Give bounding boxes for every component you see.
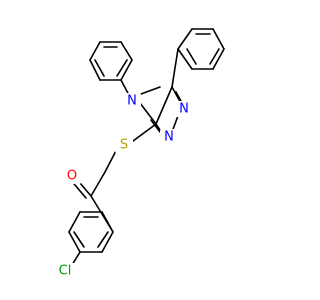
atom-nitrogen-ring: N [127, 94, 137, 109]
bond [73, 231, 85, 248]
bond [150, 119, 161, 133]
bond [90, 171, 106, 197]
bond [139, 102, 157, 125]
molecule-structure-diagram: N N N S O Cl [52, 28, 225, 279]
bond [101, 211, 114, 233]
bonds-group [68, 28, 225, 271]
atom-oxygen: O [67, 169, 77, 184]
bond [89, 41, 101, 61]
bond [177, 48, 193, 70]
atom-nitrogen-1: N [179, 102, 189, 117]
bond [186, 48, 197, 65]
bond [128, 123, 157, 145]
atom-chlorine: Cl [59, 264, 72, 279]
bond [212, 48, 225, 70]
bond [212, 28, 225, 50]
bond [68, 211, 81, 233]
bond [177, 28, 193, 50]
bond [120, 59, 133, 81]
bond [94, 59, 105, 77]
bond [101, 231, 114, 253]
bond [140, 86, 161, 95]
bond [68, 231, 81, 253]
bond [155, 86, 173, 125]
bond [209, 48, 220, 65]
bond [89, 59, 101, 81]
atom-sulfur: S [120, 138, 128, 153]
atom-nitrogen-2: N [164, 130, 174, 145]
bond [171, 48, 179, 88]
bond [97, 231, 109, 248]
bond [120, 41, 133, 61]
atom-labels-group: N N N S O Cl [52, 93, 193, 279]
bond [116, 59, 128, 77]
